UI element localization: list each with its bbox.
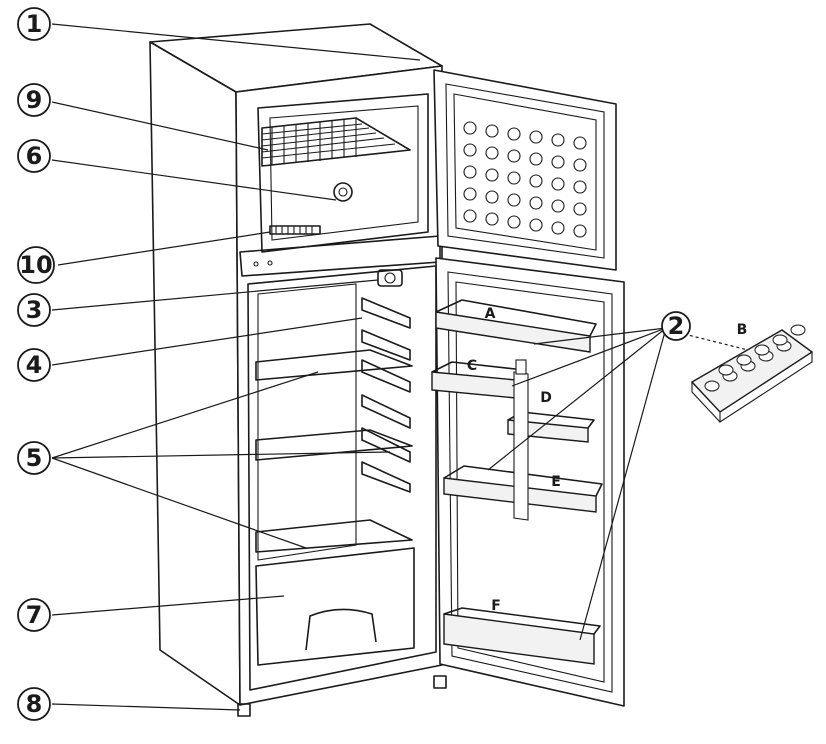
- door-shelf-f: [443, 607, 601, 665]
- door-dimple: [507, 193, 521, 207]
- callout-9: 9: [17, 83, 51, 117]
- door-dimple: [507, 215, 521, 229]
- letter-f: F: [491, 598, 501, 614]
- freezer-compartment: [239, 93, 441, 277]
- door-dimple: [463, 209, 477, 223]
- callout-6: 6: [17, 139, 51, 173]
- letter-d: D: [540, 390, 552, 406]
- letter-a: A: [485, 306, 496, 322]
- egg-cup: [790, 324, 806, 336]
- door-dimple: [463, 187, 477, 201]
- freezer-door: [433, 69, 617, 271]
- door-dimple: [507, 171, 521, 185]
- door-dimple: [573, 136, 587, 150]
- freezer-wire-shelf: [261, 117, 411, 167]
- egg-cup: [704, 380, 720, 392]
- door-dimple: [507, 127, 521, 141]
- callout-7-label: 7: [26, 601, 43, 629]
- callout-1: 1: [17, 7, 51, 41]
- door-dimple: [463, 165, 477, 179]
- callout-5-label: 5: [26, 444, 43, 472]
- ice-cube-tray: [269, 225, 321, 235]
- door-dimple: [551, 155, 565, 169]
- callout-10: 10: [17, 246, 55, 284]
- door-dimple: [485, 212, 499, 226]
- callout-2: 2: [661, 311, 691, 341]
- door-dimple: [551, 199, 565, 213]
- egg-cup: [718, 364, 734, 376]
- door-dimple: [529, 130, 543, 144]
- callout-5: 5: [17, 441, 51, 475]
- callout-10-label: 10: [19, 251, 52, 279]
- leader-lines: [51, 23, 749, 711]
- callout-6-label: 6: [26, 142, 43, 170]
- glass-shelves: [255, 349, 413, 553]
- door-dimple: [573, 180, 587, 194]
- door-dimple: [463, 143, 477, 157]
- egg-tray: [690, 324, 814, 424]
- egg-cup: [736, 354, 752, 366]
- callout-9-label: 9: [26, 86, 43, 114]
- callout-4: 4: [17, 348, 51, 382]
- callout-8: 8: [17, 687, 51, 721]
- callout-3-label: 3: [26, 296, 43, 324]
- freezer-thermostat: [333, 182, 353, 202]
- callout-4-label: 4: [26, 351, 43, 379]
- callout-3: 3: [17, 293, 51, 327]
- letter-e: E: [551, 474, 561, 490]
- door-dimple: [507, 149, 521, 163]
- door-dimple: [529, 152, 543, 166]
- crisper-drawer: [255, 547, 415, 666]
- door-dimple: [529, 196, 543, 210]
- callout-7: 7: [17, 598, 51, 632]
- egg-cup: [754, 344, 770, 356]
- door-dimple: [551, 177, 565, 191]
- fridge-thermostat: [377, 269, 403, 287]
- door-dimple: [485, 146, 499, 160]
- callout-2-label: 2: [668, 312, 685, 340]
- door-dimple: [573, 158, 587, 172]
- door-dimple: [463, 121, 477, 135]
- door-dimple: [529, 218, 543, 232]
- door-dimple: [551, 133, 565, 147]
- door-dimple: [573, 224, 587, 238]
- door-dimple: [529, 174, 543, 188]
- bottle: [513, 359, 529, 521]
- egg-cup: [772, 334, 788, 346]
- fridge-door: [435, 257, 625, 707]
- letter-b: B: [737, 322, 748, 338]
- callout-1-label: 1: [26, 10, 43, 38]
- door-dimple: [485, 190, 499, 204]
- door-dimple: [573, 202, 587, 216]
- callout-8-label: 8: [26, 690, 43, 718]
- door-dimple: [485, 124, 499, 138]
- door-dimple: [485, 168, 499, 182]
- door-dimple: [551, 221, 565, 235]
- letter-c: C: [467, 358, 477, 374]
